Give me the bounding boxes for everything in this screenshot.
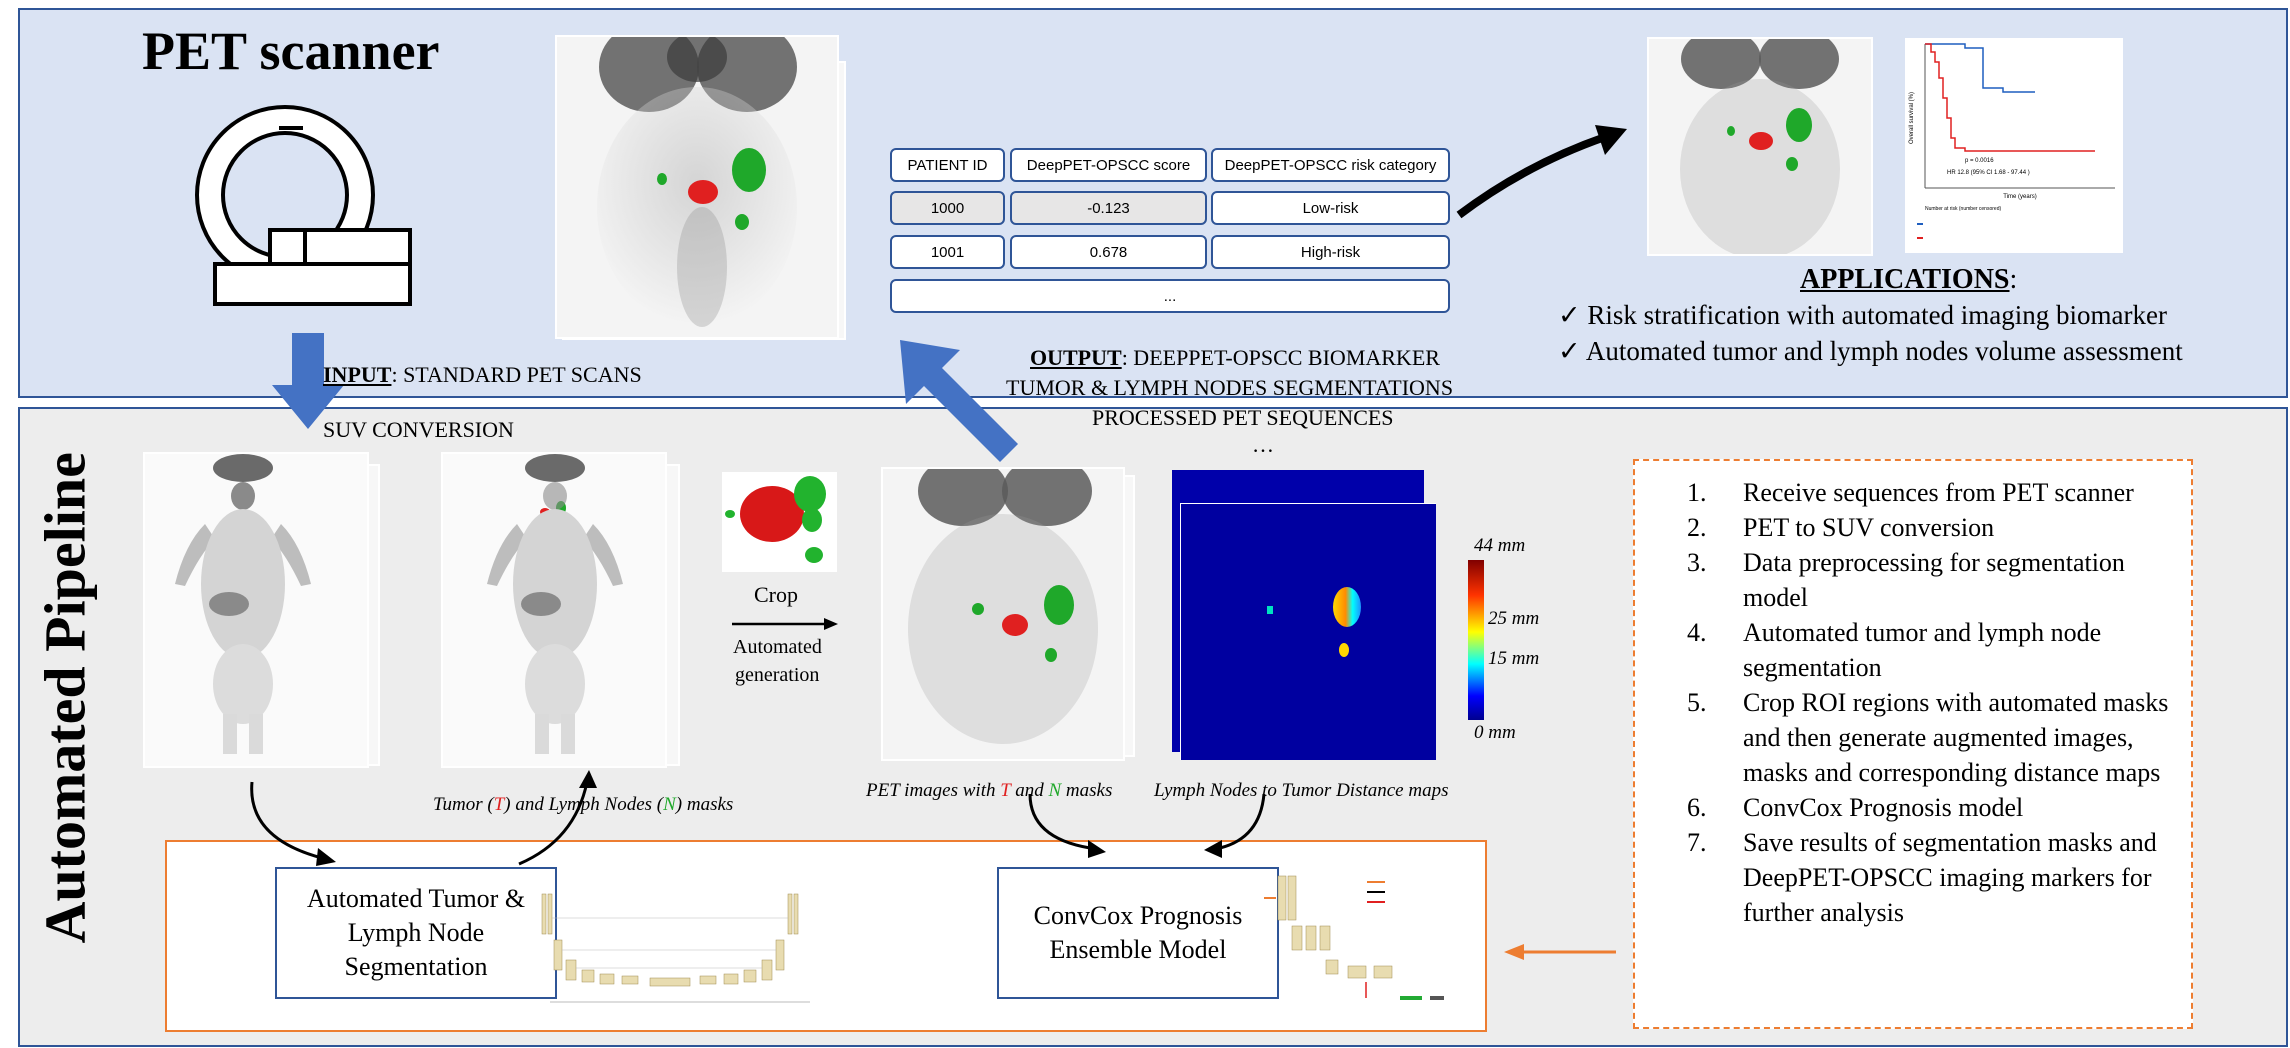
input-label: INPUT: STANDARD PET SCANS [323, 362, 642, 388]
output-arrow [900, 340, 1018, 462]
pet-caption: PET images with T and N masks [866, 780, 1112, 802]
masks-caption-pre: Tumor ( [433, 794, 494, 815]
applications-pet-image [1648, 38, 1872, 255]
output-sequences-label: PROCESSED PET SEQUENCES [1092, 405, 1394, 430]
applications-title: APPLICATIONS: [1800, 264, 2017, 296]
input-arrow [272, 333, 344, 429]
tumor-3d-render [722, 472, 837, 572]
arrow-from-segmentation [518, 770, 597, 866]
masked-pet [442, 453, 666, 767]
applications-title-text: APPLICATIONS [1800, 264, 2010, 295]
pet-caption-n: N [1048, 780, 1062, 801]
output-segmentations-label: TUMOR & LYMPH NODES SEGMENTATIONS [1006, 375, 1454, 400]
segmentation-box-line2: Lymph Node [347, 918, 485, 947]
convcox-box-line2: Ensemble Model [1049, 935, 1227, 964]
crop-label: Crop [754, 582, 798, 607]
table-header-risk: DeepPET-OPSCC risk category [1211, 148, 1450, 182]
application-item: ✓ Risk stratification with automated ima… [1558, 300, 2167, 330]
pipeline-step: Automated tumor and lymph node segmentat… [1713, 615, 2171, 685]
table-header-score: DeepPET-OPSCC score [1010, 148, 1207, 182]
colorbar-label-25: 25 mm [1488, 608, 1540, 629]
steps-arrow [1504, 944, 1616, 960]
input-label-bold: INPUT [323, 362, 392, 387]
km-xlabel: Time (years) [2003, 194, 2036, 200]
pet-caption-mid: and [1010, 780, 1049, 801]
masks-caption-mid: ) and Lymph Nodes ( [504, 794, 664, 815]
colorbar-label-15: 15 mm [1488, 648, 1540, 669]
colorbar-label-min: 0 mm [1474, 722, 1516, 743]
colorbar-label-max: 44 mm [1474, 535, 1526, 556]
output-ellipsis: … [1252, 432, 1274, 457]
pet-caption-pre: PET images with [866, 780, 1001, 801]
table-header-patient-id: PATIENT ID [890, 148, 1005, 182]
table-cell-risk: Low-risk [1211, 191, 1450, 225]
segmentation-model-box: Automated Tumor & Lymph Node Segmentatio… [275, 867, 557, 999]
output-label: OUTPUT: DEEPPET-OPSCC BIOMARKER [1030, 345, 1440, 371]
table-ellipsis-row: ... [890, 279, 1450, 313]
km-p-value: p = 0.0016 [1965, 158, 1994, 164]
pipeline-step: Data preprocessing for segmentation mode… [1713, 545, 2171, 615]
automated-generation-line1: Automated [733, 636, 822, 658]
distance-map [1180, 503, 1436, 760]
unet-architecture-diagram [541, 893, 810, 1003]
table-cell-score: -0.123 [1010, 191, 1207, 225]
segmentation-box-line1: Automated Tumor & [306, 884, 526, 913]
pet-caption-post: masks [1061, 780, 1113, 801]
pipeline-step: ConvCox Prognosis model [1713, 790, 2171, 825]
convcox-model-box: ConvCox Prognosis Ensemble Model [997, 867, 1279, 999]
table-cell-patient-id: 1000 [890, 191, 1005, 225]
crop-arrow [732, 618, 838, 630]
km-risk-header: Number at risk (number censored) [1925, 206, 2001, 212]
km-ylabel: Overall survival (%) [1909, 92, 1915, 144]
arrow-pet-to-convcox [1028, 793, 1106, 858]
cropped-pet [882, 468, 1124, 760]
pipeline-step: PET to SUV conversion [1713, 510, 2171, 545]
table-cell-patient-id: 1001 [890, 235, 1005, 269]
arrow-to-applications [1456, 125, 1627, 219]
arrow-distance-to-convcox [1204, 793, 1266, 858]
distance-caption: Lymph Nodes to Tumor Distance maps [1154, 780, 1449, 801]
masks-caption: Tumor (T) and Lymph Nodes (N) masks [433, 794, 733, 816]
pipeline-step: Save results of segmentation masks and D… [1713, 825, 2171, 930]
masks-caption-t: T [493, 794, 505, 815]
pet-scanner-title: PET scanner [142, 21, 440, 81]
whole-body-pet [144, 453, 368, 767]
automated-generation-line2: generation [735, 664, 820, 686]
segmentation-box-line3: Segmentation [344, 952, 488, 981]
masks-caption-n: N [663, 794, 676, 815]
pipeline-title: Automated Pipeline [32, 452, 98, 944]
distance-colorbar [1468, 560, 1484, 720]
pipeline-step: Crop ROI regions with automated masks an… [1713, 685, 2171, 790]
table-cell-score: 0.678 [1010, 235, 1207, 269]
pet-scanner-icon [195, 105, 412, 306]
pipeline-step: Receive sequences from PET scanner [1713, 475, 2171, 510]
pipeline-steps-list: Receive sequences from PET scanner PET t… [1663, 475, 2171, 930]
km-survival-plot: Overall survival (%) Time (years) p = 0.… [1905, 38, 2123, 253]
output-label-rest: : DEEPPET-OPSCC BIOMARKER [1121, 345, 1440, 370]
pet-caption-t: T [1000, 780, 1011, 801]
arrow-to-segmentation [250, 781, 336, 866]
results-table: PATIENT ID DeepPET-OPSCC score DeepPET-O… [890, 148, 1450, 318]
output-label-bold: OUTPUT [1030, 345, 1122, 370]
convcox-architecture-diagram [1264, 875, 1444, 1000]
masks-caption-post: ) masks [675, 794, 734, 815]
pipeline-steps-box: Receive sequences from PET scanner PET t… [1633, 459, 2193, 1029]
applications-title-suffix: : [2009, 264, 2018, 295]
suv-conversion-label: SUV CONVERSION [323, 417, 514, 442]
input-label-rest: : STANDARD PET SCANS [391, 362, 642, 387]
convcox-box-line1: ConvCox Prognosis [1033, 901, 1243, 930]
pet-scan-image [556, 36, 838, 338]
application-item: ✓ Automated tumor and lymph nodes volume… [1558, 336, 2183, 366]
table-cell-risk: High-risk [1211, 235, 1450, 269]
km-hazard-ratio: HR 12.8 (95% CI 1.68 - 97.44 ) [1947, 170, 2030, 176]
